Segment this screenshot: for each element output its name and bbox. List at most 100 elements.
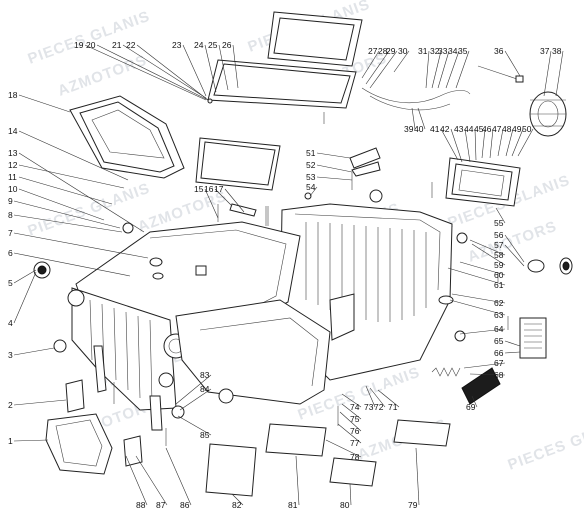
callout-83: 83 [200,370,210,380]
leader-line-7 [13,232,149,259]
callout-39: 39 [404,124,414,134]
leader-line-2 [13,399,67,406]
leader-lines [13,44,564,506]
leader-line-14 [18,130,129,181]
leader-line-25 [218,44,229,91]
callout-45: 45 [474,124,484,134]
leader-line-10 [18,188,105,221]
tail-light-assembly [445,157,521,207]
spring [431,367,461,377]
callout-59: 59 [494,260,504,270]
callout-48: 48 [502,124,512,134]
leader-line-75 [341,403,362,420]
leader-line-67 [463,362,506,369]
windshield-glass [207,59,357,109]
callout-24: 24 [194,40,204,50]
leader-line-56 [504,234,525,263]
callout-5: 5 [8,278,13,288]
callout-44: 44 [464,124,474,134]
callout-75: 75 [350,414,360,424]
callout-13: 13 [8,148,18,158]
callout-4: 4 [8,318,13,328]
leader-line-78 [325,439,362,458]
tire [529,91,567,137]
leader-line-3 [13,347,55,356]
leader-line-71 [377,389,400,408]
callout-80: 80 [340,500,350,510]
leader-line-62 [451,293,506,304]
leader-line-84 [179,388,212,411]
callout-30: 30 [398,46,408,56]
leader-line-11 [18,176,113,205]
callout-57: 57 [494,240,504,250]
callout-36: 36 [494,46,504,56]
callout-77: 77 [350,438,360,448]
fastener-bolts [113,112,509,446]
callout-85: 85 [200,430,210,440]
callout-65: 65 [494,336,504,346]
leader-line-83 [175,374,212,405]
callout-23: 23 [172,40,182,50]
callout-19: 19 [74,40,84,50]
leader-line-45 [481,128,486,159]
callout-56: 56 [494,230,504,240]
leader-line-15 [204,188,219,219]
watermark-text: AZMOTORS [56,52,150,100]
callout-61: 61 [494,280,504,290]
windshield-lower [195,137,281,191]
leader-line-33 [437,50,450,89]
leader-line-46 [489,128,494,159]
callout-62: 62 [494,298,504,308]
callout-41: 41 [430,124,440,134]
callout-58: 58 [494,250,504,260]
leader-line-54 [309,186,318,197]
callout-82: 82 [232,500,242,510]
leader-line-50 [517,128,534,157]
leader-line-6 [13,252,131,277]
leader-line-63 [449,299,506,316]
mounting-bracket-left [65,379,143,467]
leader-line-86 [165,447,192,506]
leader-line-39 [411,107,416,130]
callout-37: 37 [540,46,550,56]
leader-line-51 [316,152,351,159]
leader-line-81 [295,455,300,506]
callout-20: 20 [86,40,96,50]
leader-line-30 [393,50,410,73]
callout-12: 12 [8,160,18,170]
callout-67: 67 [494,358,504,368]
black-grip-pad [461,367,501,405]
callout-51: 51 [306,148,316,158]
leader-line-38 [555,50,564,97]
callout-73: 73 [364,402,374,412]
watermark-text: PIECES GLANIS [506,414,584,474]
leader-line-57 [504,244,525,267]
callout-14: 14 [8,126,18,136]
callout-2: 2 [8,400,13,410]
leader-line-80 [349,483,352,506]
callout-28: 28 [378,46,388,56]
left-lamp [33,261,234,419]
leader-line-13 [18,152,145,233]
callout-84: 84 [200,384,210,394]
callout-15: 15 [194,184,204,194]
windshield-frame-top [267,11,363,67]
leader-line-36 [504,50,521,77]
leader-line-29 [369,50,398,89]
leader-line-60 [459,261,506,276]
leader-line-77 [337,423,362,444]
leader-line-1 [13,439,49,442]
callout-47: 47 [492,124,502,134]
dash-panel-parts [229,147,381,217]
callout-3: 3 [8,350,13,360]
leader-line-24 [204,44,217,93]
callout-32: 32 [430,46,440,56]
callout-1: 1 [8,436,13,446]
leader-line-5 [13,269,37,284]
callout-9: 9 [8,196,13,206]
leader-line-42 [450,128,463,163]
callout-79: 79 [408,500,418,510]
